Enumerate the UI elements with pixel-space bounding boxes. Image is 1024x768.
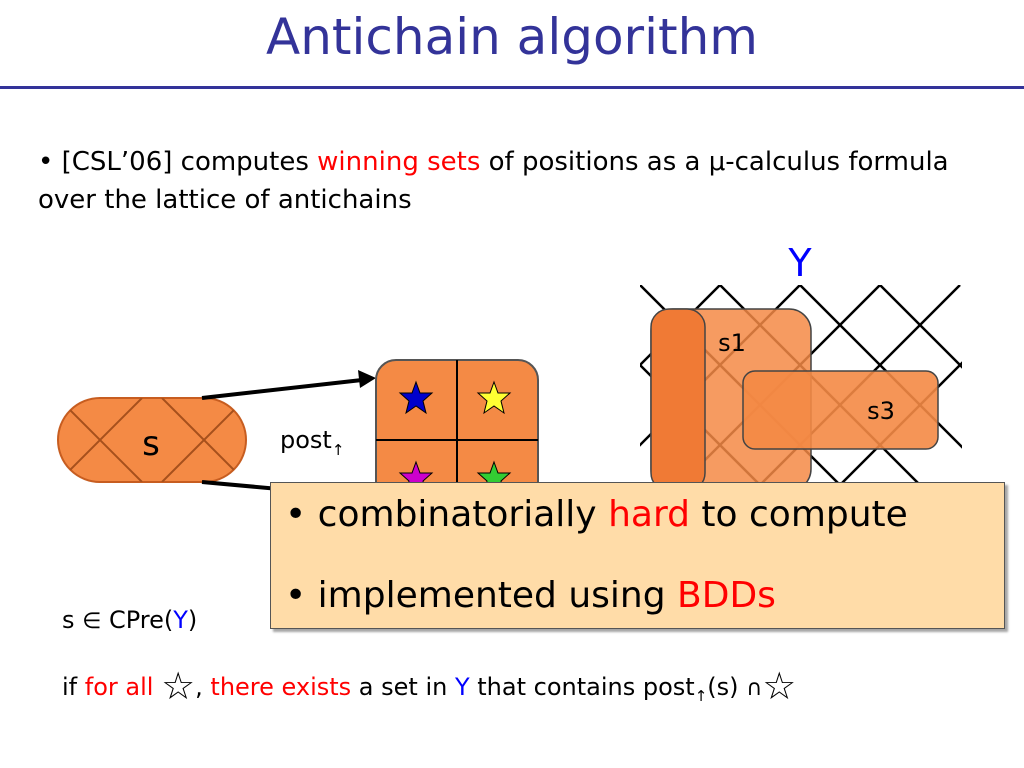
state-s-label: s <box>142 424 160 464</box>
y-label: Y <box>787 241 812 285</box>
title-divider <box>0 86 1024 89</box>
star-outline-icon: ☆ <box>762 664 797 708</box>
s1-label: s1 <box>718 329 746 357</box>
intro-bullet: • [CSL’06] computes winning sets of posi… <box>38 143 998 219</box>
cpre-definition: s ∈ CPre(Y) <box>62 606 198 634</box>
slide-title: Antichain algorithm <box>266 8 758 66</box>
intro-bullet-highlight: winning sets <box>317 147 481 177</box>
intro-bullet-suffix: of positions as a μ-calculus formula ove… <box>38 147 949 215</box>
star-outline-icon: ☆ <box>161 664 196 708</box>
post-label: post↑ <box>280 426 344 459</box>
star-blue-icon <box>398 380 434 415</box>
cpre-condition: if for all ☆, there exists a set in Y th… <box>62 664 797 708</box>
callout-bullet-bdds: • implemented using BDDs <box>285 575 776 616</box>
intro-bullet-prefix: • [CSL’06] computes <box>38 147 318 177</box>
antichain-s3: s3 <box>742 370 939 450</box>
star-yellow-icon <box>476 380 512 415</box>
callout-box: • combinatorially hard to compute • impl… <box>270 482 1005 629</box>
s3-label: s3 <box>867 397 895 425</box>
callout-bullet-hard: • combinatorially hard to compute <box>285 494 908 535</box>
state-s-node: s <box>57 397 247 483</box>
